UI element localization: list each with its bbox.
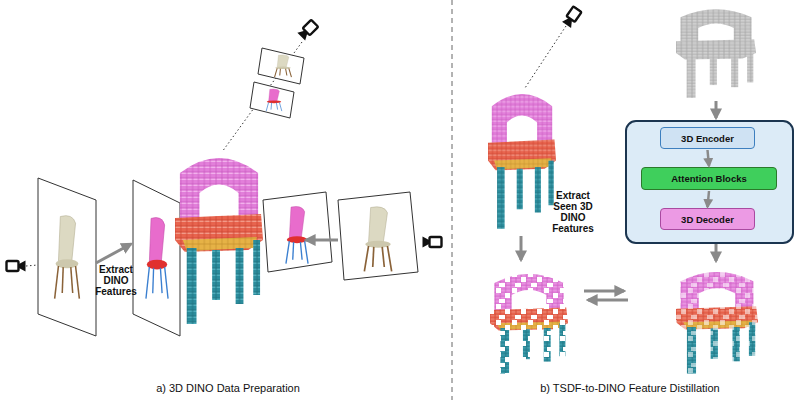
attention-box: Attention Blocks	[641, 167, 777, 190]
image-plane	[258, 48, 304, 84]
dino-chair-image	[146, 218, 168, 299]
dino-chair-image	[286, 207, 308, 264]
flow-arrow	[715, 244, 718, 261]
compare-arrow	[588, 299, 628, 302]
dino-chair-image	[266, 89, 282, 111]
feature-plane	[133, 180, 180, 336]
rgb-chair-image	[55, 216, 80, 299]
box-label: Attention Blocks	[671, 173, 746, 184]
camera-icon	[562, 6, 582, 28]
step-label: Extract DINO Features	[88, 264, 144, 297]
flow-arrow	[708, 191, 710, 207]
box-label: 3D Decoder	[681, 214, 734, 225]
compare-arrow	[584, 290, 624, 293]
step-label: Extract Seen 3D DINO Features	[544, 190, 602, 234]
flow-arrow	[520, 236, 523, 260]
rgb-chair-image	[275, 55, 292, 77]
encoder-box: 3D Encoder	[660, 127, 755, 149]
tsdf-chair	[676, 9, 756, 98]
decoder-box: 3D Decoder	[660, 208, 755, 230]
panel-caption: b) TSDF-to-DINO Feature Distillation	[480, 382, 780, 394]
flow-arrow	[306, 239, 338, 242]
unseen-gaps	[490, 268, 568, 376]
camera-icon	[423, 237, 442, 248]
panel-caption: a) 3D DINO Data Preparation	[78, 382, 378, 394]
voxel-chair	[175, 158, 263, 324]
flow-arrow	[96, 244, 131, 263]
feature-plane	[263, 192, 332, 272]
camera-icon	[7, 261, 26, 272]
box-label: 3D Encoder	[681, 133, 734, 144]
flow-arrow	[715, 101, 718, 118]
network-container	[626, 121, 793, 243]
flow-arrow	[708, 150, 710, 166]
voxel-chair	[488, 94, 556, 229]
feature-plane	[250, 82, 294, 118]
camera-icon	[297, 19, 318, 40]
sparse-gaps	[676, 266, 758, 376]
rgb-chair-image	[364, 207, 391, 272]
camera-ray	[525, 26, 566, 88]
image-plane	[38, 178, 96, 336]
image-plane	[338, 192, 418, 280]
panel-divider	[452, 0, 453, 400]
